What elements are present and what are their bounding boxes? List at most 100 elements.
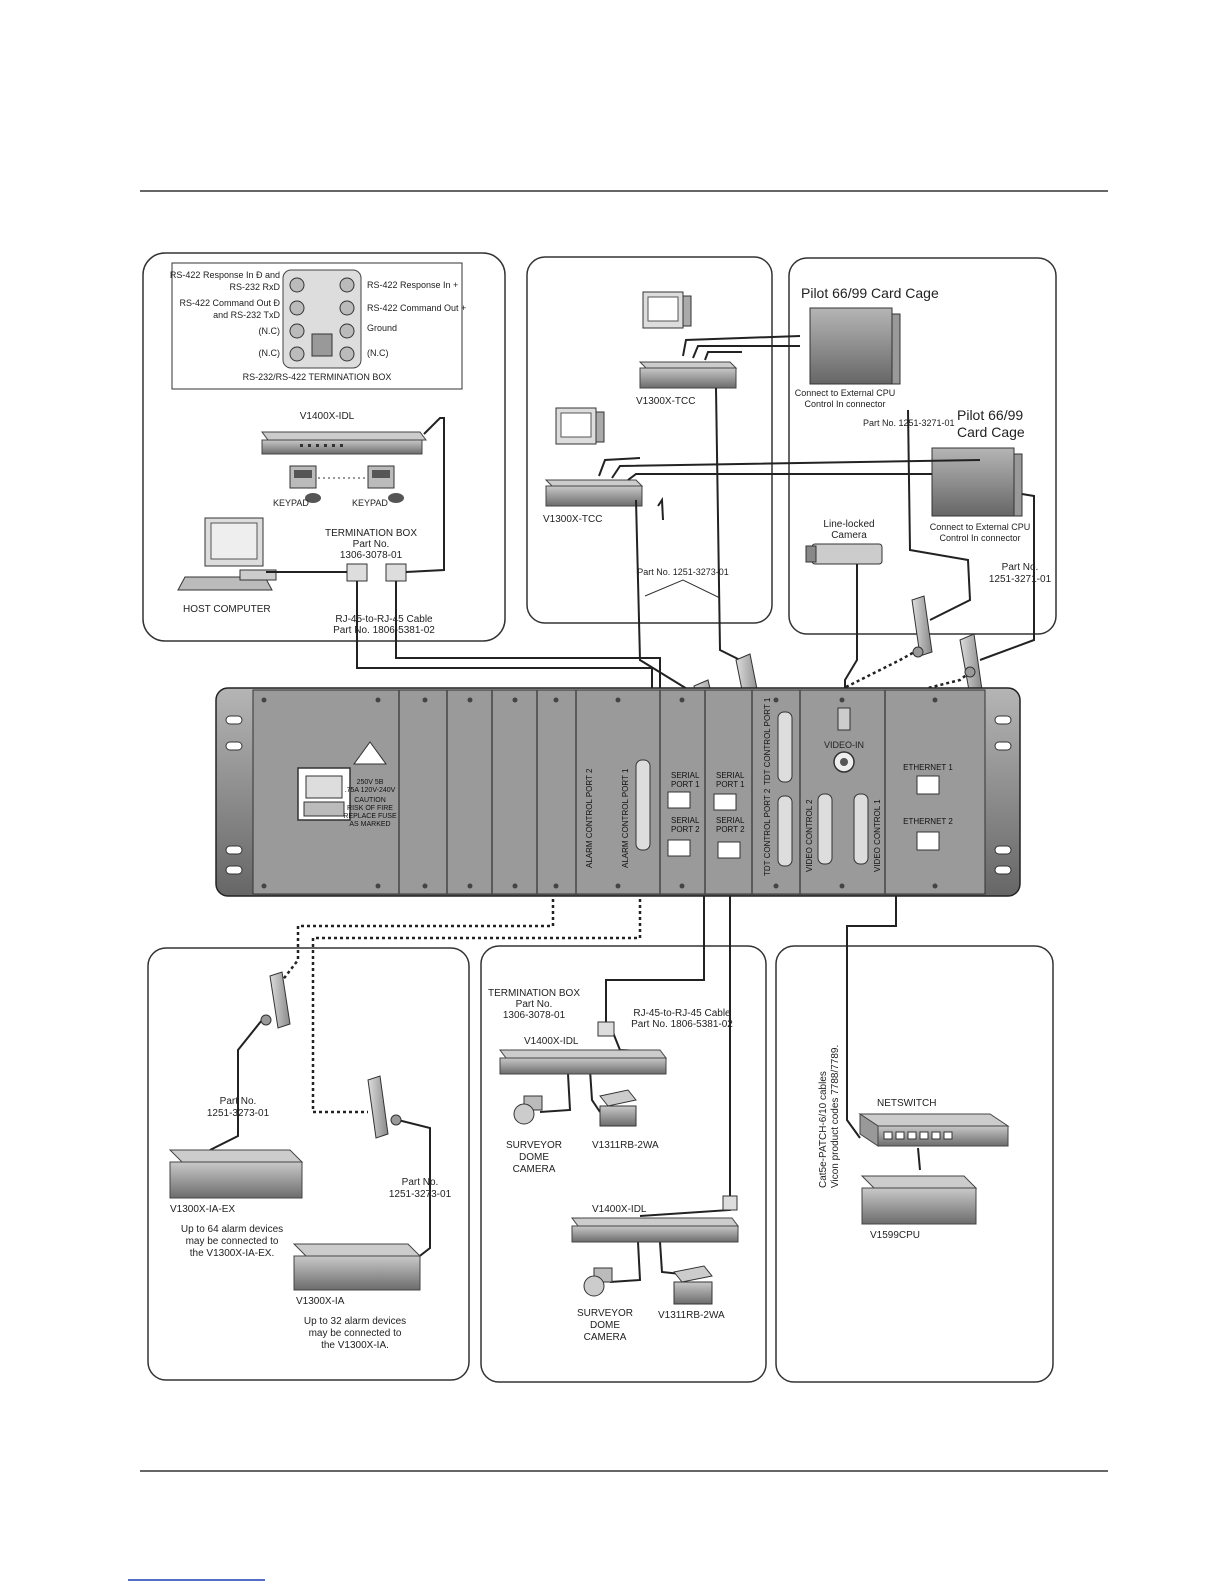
ethernet-1-label: ETHERNET 1 <box>903 763 953 772</box>
ethernet-1-port[interactable] <box>916 775 940 795</box>
termination-box-icon <box>722 1195 738 1211</box>
bnc-connector-icon[interactable] <box>833 707 855 773</box>
keypad-icon <box>367 465 404 503</box>
bl-part-2a: Part No. <box>402 1177 439 1188</box>
serial-b2-l2: PORT 2 <box>716 825 745 834</box>
alarm-port-2-label: ALARM CONTROL PORT 2 <box>585 768 594 868</box>
bm-cable-1: RJ-45-to-RJ-45 Cable <box>633 1008 731 1019</box>
part-bracket <box>644 579 721 599</box>
panel-bottom-right <box>775 945 1054 1383</box>
bm-idl-2: V1400X-IDL <box>592 1204 647 1215</box>
camera-icon <box>805 543 883 565</box>
bl-part-1a: Part No. <box>220 1096 257 1107</box>
tb-label-right-1: RS-422 Response In + <box>367 280 458 290</box>
v1400x-idl-device-1 <box>499 1049 667 1075</box>
termination-box-icon <box>346 563 368 582</box>
serial-a1-port[interactable] <box>667 791 691 809</box>
serial-b1-l2: PORT 1 <box>716 780 745 789</box>
ia-label: V1300X-IA <box>296 1296 345 1307</box>
rb-2: V1311RB-2WA <box>658 1310 725 1321</box>
ethernet-2-port[interactable] <box>916 831 940 851</box>
video-control-2-connector[interactable] <box>817 793 833 865</box>
dome2-2: DOME <box>590 1320 620 1331</box>
rb-1: V1311RB-2WA <box>592 1140 659 1151</box>
caution-2: .75A 120V-240V <box>345 787 396 794</box>
serial-a1-l2: PORT 1 <box>671 780 700 789</box>
tcc-label-1: V1300X-TCC <box>636 396 695 407</box>
camera-label-1: Line-locked <box>823 519 874 530</box>
tdt-port-2-connector[interactable] <box>777 795 793 867</box>
tdt-port-2-label: TDT CONTROL PORT 2 <box>763 788 772 876</box>
serial-b2-l1: SERIAL <box>716 816 745 825</box>
keypad-label-2: KEYPAD <box>352 498 388 508</box>
termination-box-body <box>282 269 362 369</box>
caution-triangle-icon <box>353 741 387 765</box>
power-inlet-icon <box>297 767 351 821</box>
ethernet-2-label: ETHERNET 2 <box>903 817 953 826</box>
idl-label-top: V1400X-IDL <box>300 411 355 422</box>
bm-tb-1: TERMINATION BOX <box>488 988 580 999</box>
video-in-label: VIDEO-IN <box>824 740 864 750</box>
tcc-label-2: V1300X-TCC <box>543 514 602 525</box>
tr-part-2a: Part No. <box>1002 562 1039 573</box>
tb-label-left-6: (N.C) <box>259 348 281 358</box>
receiver-box-icon <box>673 1265 713 1305</box>
ia-ex-note-3: the V1300X-IA-EX. <box>190 1248 275 1259</box>
alarm-port-1-connector[interactable] <box>635 759 651 851</box>
camera-label-2: Camera <box>831 530 867 541</box>
serial-a2-l1: SERIAL <box>671 816 700 825</box>
db25-connector-icon <box>367 1075 402 1139</box>
tb-tl-line2: Part No. <box>353 539 390 550</box>
br-cables-2: Vicon product codes 7788/7789. <box>830 1045 841 1188</box>
tr-part-2b: 1251-3271-01 <box>989 574 1052 585</box>
serial-a2-port[interactable] <box>667 839 691 857</box>
alarm-port-1-label: ALARM CONTROL PORT 1 <box>621 768 630 868</box>
termination-box-icon <box>385 563 407 582</box>
v1400x-idl-device-top <box>261 431 427 455</box>
bl-part-1b: 1251-3273-01 <box>207 1108 270 1119</box>
tb-label-left-2: RS-232 RxD <box>229 282 280 292</box>
serial-a2-l2: PORT 2 <box>671 825 700 834</box>
dome2-1: SURVEYOR <box>577 1308 633 1319</box>
ia-ex-note-2: may be connected to <box>186 1236 279 1247</box>
v1300x-tcc-device-2 <box>544 479 644 507</box>
tb-label-right-3: Ground <box>367 323 397 333</box>
serial-a1-l1: SERIAL <box>671 771 700 780</box>
bm-tb-3: 1306-3078-01 <box>503 1010 566 1021</box>
panel-top-middle <box>526 256 773 624</box>
tb-label-right-2: RS-422 Command Out + <box>367 303 466 313</box>
ia-note-1: Up to 32 alarm devices <box>304 1316 406 1327</box>
v1300x-tcc-device-1 <box>638 361 738 389</box>
cable-tl-line1: RJ-45-to-RJ-45 Cable <box>335 614 433 625</box>
caution-4: RISK OF FIRE <box>347 805 393 812</box>
serial-b2-port[interactable] <box>717 841 741 859</box>
card-cage-icon <box>809 307 901 385</box>
termination-box-terminals <box>289 277 355 362</box>
bm-tb-2: Part No. <box>516 999 553 1010</box>
tdt-port-1-connector[interactable] <box>777 711 793 783</box>
v1400x-idl-device-2 <box>571 1217 739 1243</box>
cage1-note-2: Control In connector <box>804 399 885 409</box>
card-cage-title-2b: Card Cage <box>957 424 1025 440</box>
cage2-note-1: Connect to External CPU <box>930 522 1031 532</box>
db25-connector-icon <box>959 633 983 697</box>
serial-b1-port[interactable] <box>713 793 737 811</box>
serial-b1-l1: SERIAL <box>716 771 745 780</box>
monitor-icon <box>555 407 605 445</box>
termination-box-icon <box>597 1021 615 1037</box>
caution-3: CAUTION <box>354 797 386 804</box>
keypad-icon <box>289 465 321 503</box>
dome-camera-icon <box>513 1095 543 1125</box>
tb-tl-line3: 1306-3078-01 <box>340 550 403 561</box>
card-cage-icon <box>931 447 1023 517</box>
ia-ex-label: V1300X-IA-EX <box>170 1204 235 1215</box>
host-computer-label: HOST COMPUTER <box>183 604 271 615</box>
ia-note-3: the V1300X-IA. <box>321 1340 389 1351</box>
dome1-1: SURVEYOR <box>506 1140 562 1151</box>
tb-title: RS-232/RS-422 TERMINATION BOX <box>243 372 392 382</box>
video-control-1-connector[interactable] <box>853 793 869 865</box>
bl-part-2b: 1251-3273-01 <box>389 1189 452 1200</box>
db25-connector-icon <box>911 595 933 658</box>
v1599cpu-device <box>860 1175 978 1225</box>
